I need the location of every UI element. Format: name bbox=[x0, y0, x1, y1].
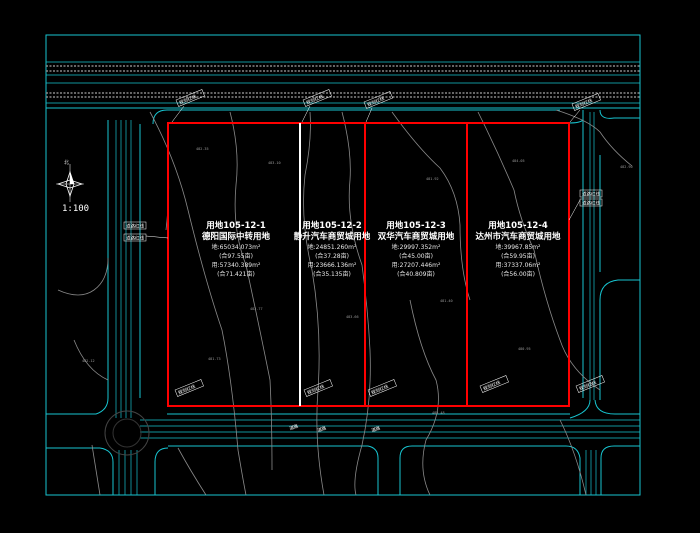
svg-text:482.12: 482.12 bbox=[82, 359, 95, 363]
parcel-4-label: 用地105-12-4 达州市汽车商贸城用地 地:39967.85m² (合59.… bbox=[475, 220, 561, 278]
parcel-3-area-3: 用:27207.446m² bbox=[392, 262, 441, 269]
svg-text:481.73: 481.73 bbox=[208, 357, 221, 361]
parcel-4-area-4: (合56.00亩) bbox=[501, 270, 535, 278]
road-tag-3: 道路 bbox=[370, 424, 381, 434]
svg-text:483.10: 483.10 bbox=[268, 161, 281, 165]
parcel-2-area-1: 地:24851.260m² bbox=[308, 243, 357, 251]
tag-left: 道路红线 道路红线 bbox=[123, 221, 147, 242]
parcel-1-area-4: (合71.421亩) bbox=[217, 270, 255, 278]
parcel-3-label: 用地105-12-3 双华汽车商贸城用地 地:29997.352m² (合45.… bbox=[378, 220, 455, 278]
parcel-2-name: 静升汽车商贸城用地 bbox=[294, 231, 371, 242]
parcel-2-title: 用地105-12-2 bbox=[301, 220, 362, 231]
svg-text:483.48: 483.48 bbox=[432, 411, 445, 415]
parcel-3-title: 用地105-12-3 bbox=[385, 220, 446, 231]
top-rail-band bbox=[46, 61, 640, 109]
svg-text:道路红线: 道路红线 bbox=[582, 191, 600, 198]
parcel-4-area-3: 用:37337.06m² bbox=[496, 262, 541, 269]
parcel-4-name: 达州市汽车商贸城用地 bbox=[475, 231, 561, 242]
parcel-2-area-4: (合35.135亩) bbox=[313, 270, 351, 278]
parcel-4-title: 用地105-12-4 bbox=[487, 220, 548, 231]
svg-text:道路: 道路 bbox=[316, 424, 327, 434]
parcel-4-area-2: (合59.95亩) bbox=[501, 252, 535, 260]
parcel-1-area-1: 地:65034.073m² bbox=[212, 243, 261, 251]
parcel-1-label: 用地105-12-1 德阳国际中转用地 地:65034.073m² (合97.5… bbox=[202, 220, 271, 278]
intersection-left bbox=[104, 410, 150, 456]
parcel-2-area-3: 用:23666.136m² bbox=[308, 262, 357, 269]
svg-text:482.77: 482.77 bbox=[250, 307, 263, 311]
parcel-1-name: 德阳国际中转用地 bbox=[202, 231, 271, 242]
drawing-frame bbox=[45, 34, 641, 496]
road-tag-1: 道路 bbox=[288, 422, 299, 432]
parcel-1-area-3: 用:57340.389m² bbox=[212, 262, 261, 269]
svg-text:481.92: 481.92 bbox=[426, 177, 439, 181]
svg-text:道路红线: 道路红线 bbox=[126, 235, 144, 242]
parcel-1-area-2: (合97.55亩) bbox=[219, 252, 253, 260]
parcel-3-area-2: (合45.00亩) bbox=[399, 252, 433, 260]
svg-text:道路: 道路 bbox=[370, 424, 381, 434]
parcel-3-name: 双华汽车商贸城用地 bbox=[378, 231, 455, 242]
parcel-4-area-1: 地:39967.85m² bbox=[496, 243, 541, 251]
parcel-1-title: 用地105-12-1 bbox=[205, 220, 266, 231]
svg-text:482.35: 482.35 bbox=[196, 147, 209, 151]
road-tag-2: 道路 bbox=[316, 424, 327, 434]
svg-text:道路: 道路 bbox=[288, 422, 299, 432]
svg-text:483.66: 483.66 bbox=[346, 315, 359, 319]
svg-text:480.95: 480.95 bbox=[518, 347, 531, 351]
tag-right: 道路红线 道路红线 bbox=[579, 189, 603, 207]
spot-elevations: 482.35 483.10 481.92 484.05 482.77 483.6… bbox=[82, 147, 633, 415]
left-road bbox=[46, 109, 560, 418]
parcel-3-area-1: 地:29997.352m² bbox=[392, 243, 441, 251]
right-road bbox=[568, 109, 640, 400]
parcel-2-area-2: (合37.28亩) bbox=[315, 252, 349, 260]
parcel-3-area-4: (合40.809亩) bbox=[397, 270, 435, 278]
svg-text:484.05: 484.05 bbox=[512, 159, 525, 163]
svg-text:道路红线: 道路红线 bbox=[582, 200, 600, 207]
svg-text:北: 北 bbox=[64, 159, 69, 166]
parcel-2-label: 用地105-12-2 静升汽车商贸城用地 地:24851.260m² (合37.… bbox=[294, 220, 371, 278]
svg-text:道路红线: 道路红线 bbox=[126, 223, 144, 230]
site-red-line bbox=[167, 122, 570, 407]
scale-label: 1:100 bbox=[62, 204, 89, 214]
svg-text:481.40: 481.40 bbox=[440, 299, 453, 303]
contour-lines bbox=[57, 109, 633, 496]
north-arrow-icon: 北 bbox=[56, 159, 84, 202]
svg-text:482.90: 482.90 bbox=[620, 165, 633, 169]
parcel-boundaries bbox=[167, 122, 570, 407]
